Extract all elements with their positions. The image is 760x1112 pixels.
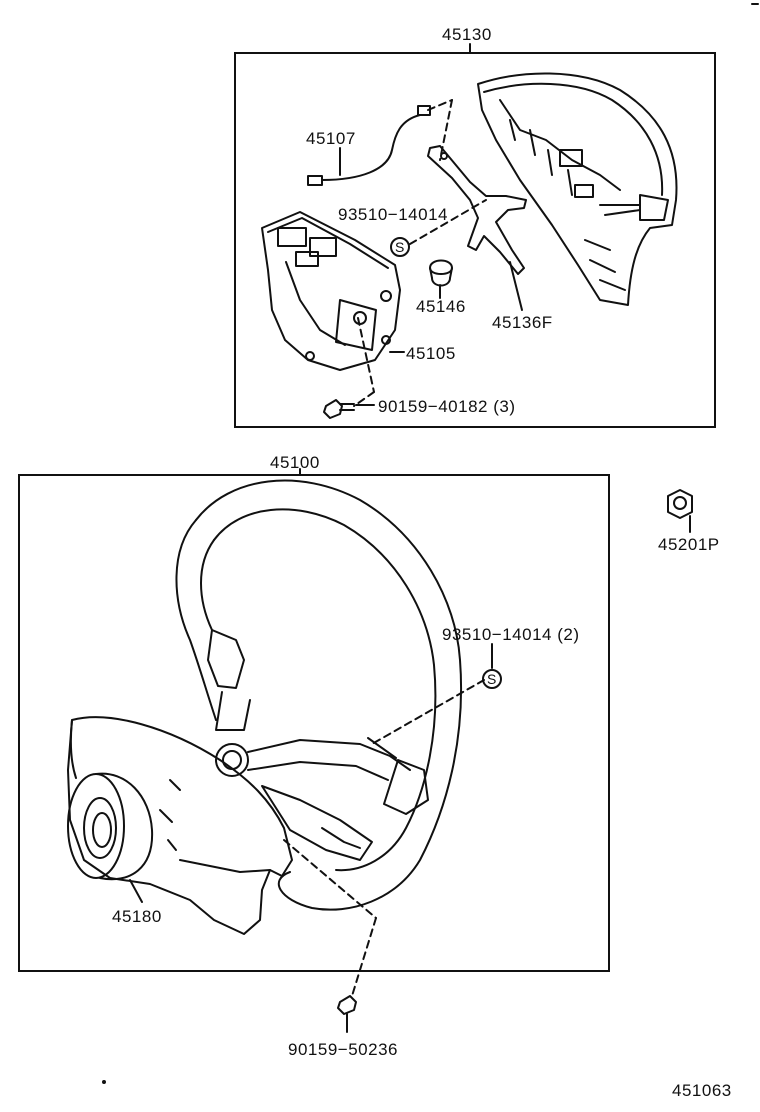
- label-part-45136F: 45136F: [492, 313, 553, 332]
- bracket-45136F-drawing: [427, 145, 527, 275]
- lower-assembly-guides: [283, 679, 485, 997]
- figure-id: 451063: [672, 1081, 732, 1100]
- label-part-45107: 45107: [306, 129, 356, 148]
- screw-90159-50236-drawing: [337, 995, 357, 1033]
- s-mark-lower: S: [487, 671, 497, 687]
- label-assembly-45130: 45130: [442, 25, 492, 44]
- label-part-93510-lower: 93510−14014 (2): [442, 625, 580, 644]
- nut-45201P-drawing: [667, 489, 693, 533]
- switch-45105-drawing: [261, 211, 401, 371]
- label-part-93510-upper: 93510−14014: [338, 205, 448, 224]
- pad-cover-45130-drawing: [477, 72, 678, 306]
- lower-cover-45180-drawing: [67, 716, 293, 935]
- wire-harness-45107-drawing: [307, 105, 431, 186]
- screw-90159-40182-drawing: [323, 399, 355, 419]
- label-part-45201P: 45201P: [658, 535, 720, 554]
- s-mark-upper: S: [395, 239, 405, 255]
- upper-assembly-guides: [353, 99, 487, 407]
- lower-leaders: [129, 643, 493, 903]
- label-part-90159-50236: 90159−50236: [288, 1040, 398, 1059]
- label-part-90159-40182: 90159−40182 (3): [378, 397, 516, 416]
- label-assembly-45100: 45100: [270, 453, 320, 472]
- label-part-45180: 45180: [112, 907, 162, 926]
- steering-wheel-45100-drawing: [175, 479, 463, 911]
- s-mark-upper-circle: [390, 237, 410, 257]
- spring-45146-drawing: [429, 259, 453, 295]
- label-part-45146: 45146: [416, 297, 466, 316]
- upper-leaders: [355, 261, 523, 406]
- speck-mark: [102, 1080, 106, 1084]
- label-part-45105: 45105: [406, 344, 456, 363]
- s-mark-lower-circle: [482, 669, 502, 689]
- assembly-45130-frame: [234, 52, 716, 428]
- assembly-45100-frame: [18, 474, 610, 972]
